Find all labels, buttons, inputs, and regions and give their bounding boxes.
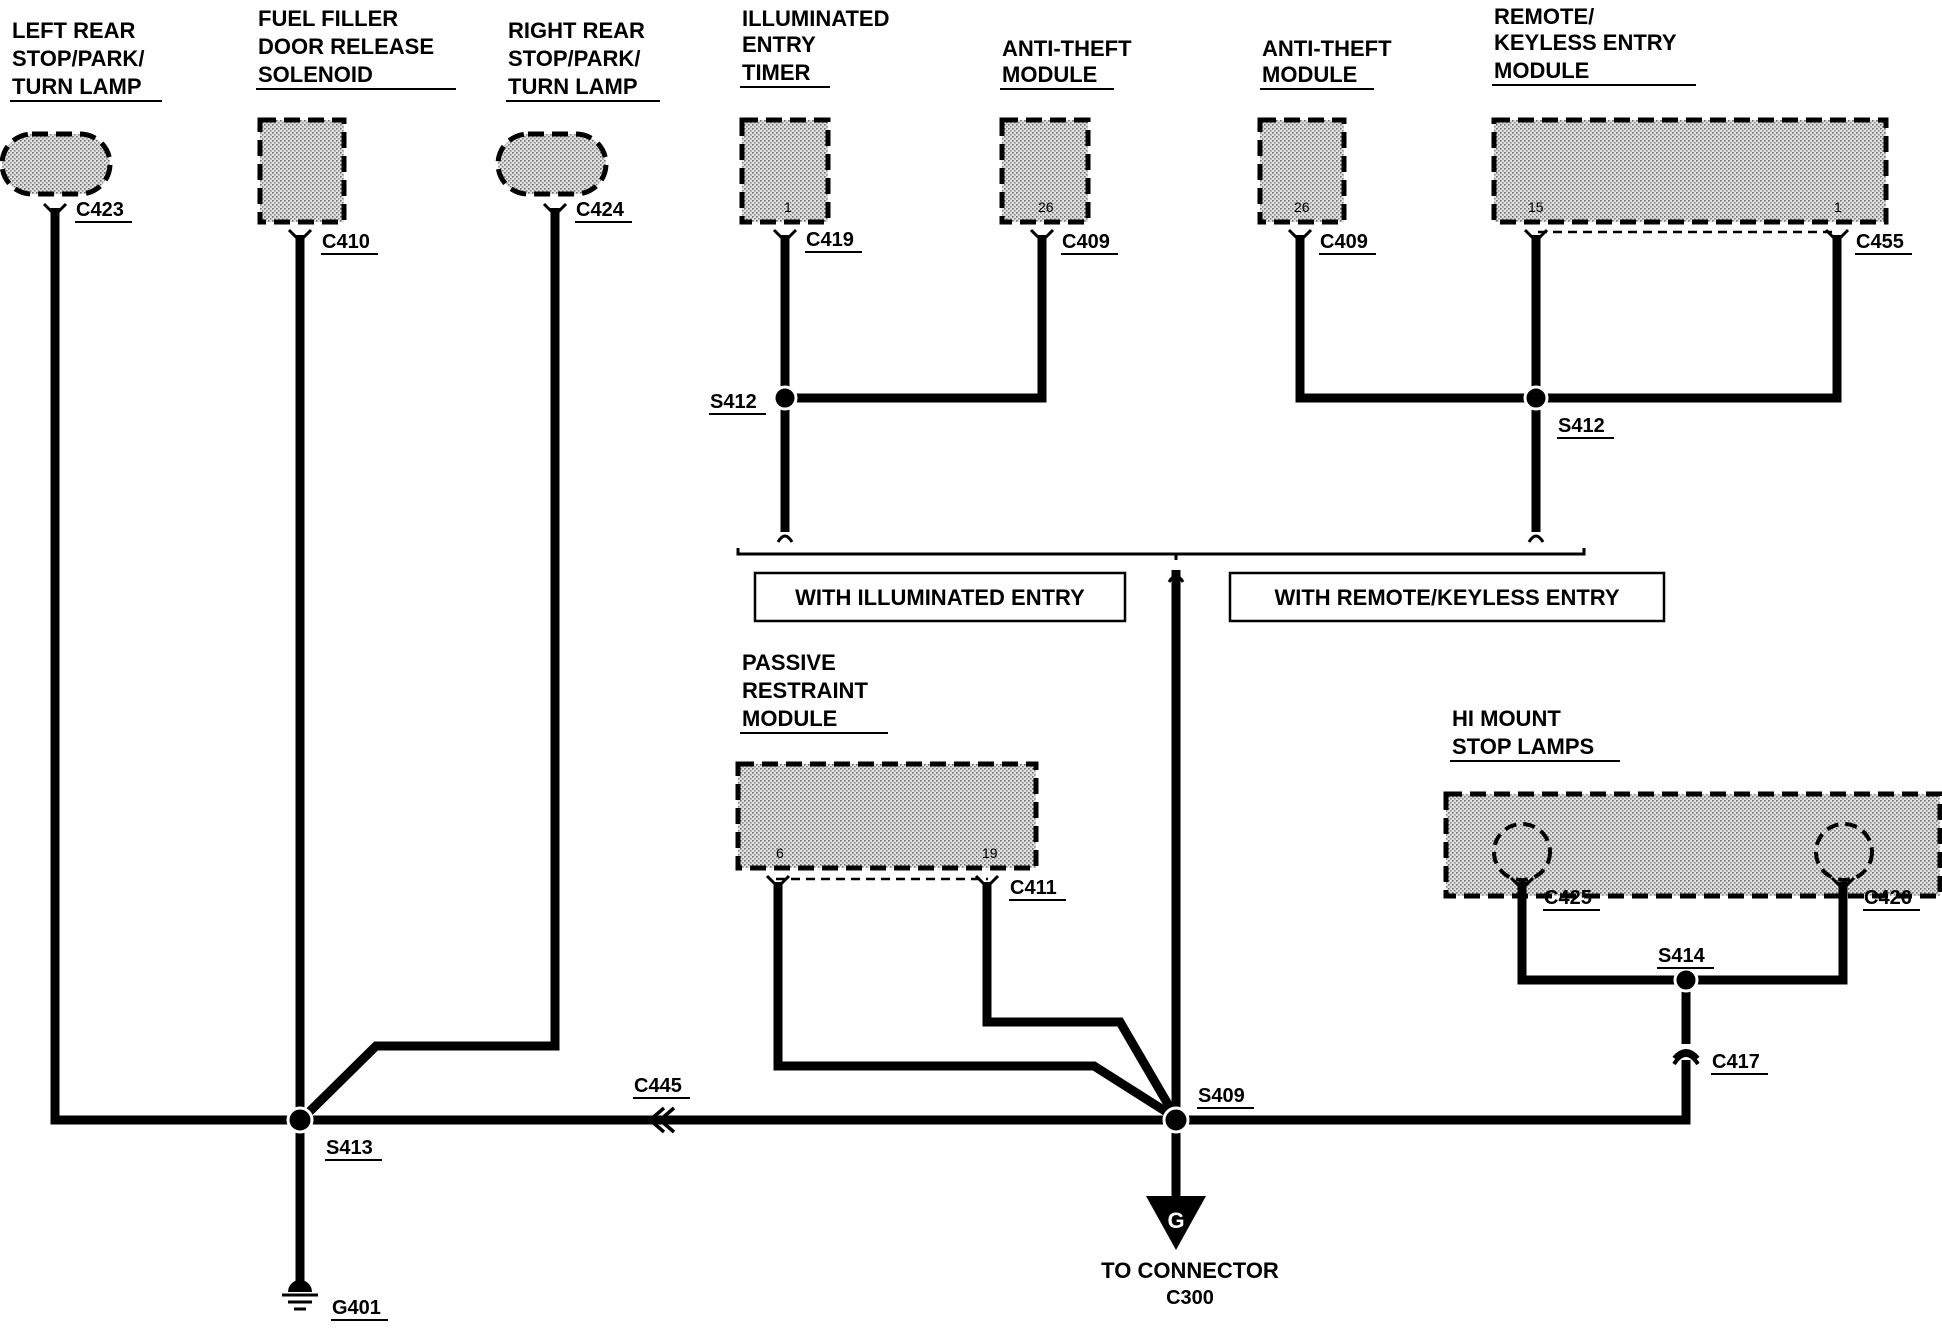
hi-mount-lamp-left <box>1492 822 1552 882</box>
svg-text:LEFT REAR: LEFT REAR <box>12 18 136 43</box>
label-c409-2: C409 <box>1320 231 1368 253</box>
pin-restraint-6: 6 <box>776 845 784 861</box>
svg-text:HI MOUNT: HI MOUNT <box>1452 706 1561 731</box>
option-bracket <box>736 534 1586 583</box>
svg-text:RESTRAINT: RESTRAINT <box>742 678 868 703</box>
svg-text:MODULE: MODULE <box>742 706 837 731</box>
to-connector-id: C300 <box>1166 1287 1214 1309</box>
passive-restraint-module-label: PASSIVE RESTRAINT MODULE <box>740 650 888 734</box>
label-c417: C417 <box>1712 1051 1760 1073</box>
svg-text:STOP/PARK/: STOP/PARK/ <box>12 46 144 71</box>
entry-timer-label: ILLUMINATED ENTRY TIMER <box>740 6 889 88</box>
splice-s409 <box>1162 1106 1190 1134</box>
svg-text:PASSIVE: PASSIVE <box>742 650 836 675</box>
splice-s414 <box>1673 967 1699 993</box>
c417-inline-connector <box>1672 1044 1700 1066</box>
label-c424: C424 <box>576 199 625 221</box>
svg-text:STOP/PARK/: STOP/PARK/ <box>508 46 640 71</box>
label-c425: C425 <box>1544 887 1592 909</box>
pin-anti-theft-1: 26 <box>1038 199 1054 215</box>
label-s409: S409 <box>1198 1085 1245 1107</box>
label-c445: C445 <box>634 1075 682 1097</box>
svg-text:RIGHT REAR: RIGHT REAR <box>508 18 645 43</box>
svg-text:MODULE: MODULE <box>1494 58 1589 83</box>
label-s414: S414 <box>1658 945 1706 967</box>
splice-s412-left <box>772 385 798 411</box>
svg-text:WITH REMOTE/KEYLESS ENTRY: WITH REMOTE/KEYLESS ENTRY <box>1274 585 1619 610</box>
to-connector-text: TO CONNECTOR <box>1101 1258 1279 1283</box>
c445-inline-connector <box>647 1106 676 1134</box>
option-illuminated-entry-box: WITH ILLUMINATED ENTRY <box>753 571 1127 623</box>
svg-text:G: G <box>1167 1208 1184 1233</box>
left-rear-lamp-label: LEFT REAR STOP/PARK/ TURN LAMP <box>10 18 162 102</box>
svg-text:ENTRY: ENTRY <box>742 32 816 57</box>
svg-text:STOP LAMPS: STOP LAMPS <box>1452 734 1594 759</box>
fuel-filler-shape <box>257 117 347 225</box>
to-connector-triangle-icon: G <box>1146 1196 1206 1250</box>
pin-entry-timer: 1 <box>784 199 792 215</box>
anti-theft-module-2-shape <box>1257 117 1347 225</box>
label-c455: C455 <box>1856 231 1904 253</box>
svg-text:ILLUMINATED: ILLUMINATED <box>742 6 889 31</box>
splice-s413 <box>286 1106 314 1134</box>
svg-text:MODULE: MODULE <box>1262 62 1357 87</box>
ground-symbol-icon <box>282 1280 318 1311</box>
svg-text:DOOR RELEASE: DOOR RELEASE <box>258 34 434 59</box>
hi-mount-stop-lamps-label: HI MOUNT STOP LAMPS <box>1450 706 1620 762</box>
connector-labels: C423 C410 C424 C419 C409 C409 C455 C411 … <box>75 199 1920 1321</box>
entry-timer-shape <box>739 117 831 225</box>
svg-text:ANTI-THEFT: ANTI-THEFT <box>1262 36 1392 61</box>
left-rear-lamp-shape <box>0 131 113 197</box>
pin-keyless-15: 15 <box>1528 199 1544 215</box>
label-s412-right: S412 <box>1558 415 1605 437</box>
pin-restraint-19: 19 <box>982 845 998 861</box>
right-rear-lamp-shape <box>495 131 609 197</box>
svg-text:WITH ILLUMINATED ENTRY: WITH ILLUMINATED ENTRY <box>795 585 1085 610</box>
svg-text:FUEL FILLER: FUEL FILLER <box>258 6 398 31</box>
label-c419: C419 <box>806 229 854 251</box>
svg-text:TURN LAMP: TURN LAMP <box>508 74 638 99</box>
label-c426: C426 <box>1864 887 1912 909</box>
label-c410: C410 <box>322 231 370 253</box>
passive-restraint-module-shape <box>735 761 1039 871</box>
label-g401: G401 <box>332 1297 381 1319</box>
label-s412-left: S412 <box>710 391 757 413</box>
keyless-entry-module-label: REMOTE/ KEYLESS ENTRY MODULE <box>1492 4 1696 86</box>
svg-text:ANTI-THEFT: ANTI-THEFT <box>1002 36 1132 61</box>
hi-mount-stop-lamps-shape <box>1443 791 1942 899</box>
label-c411: C411 <box>1010 877 1057 899</box>
label-c409-1: C409 <box>1062 231 1110 253</box>
svg-text:MODULE: MODULE <box>1002 62 1097 87</box>
right-rear-lamp-label: RIGHT REAR STOP/PARK/ TURN LAMP <box>506 18 660 102</box>
splice-s412-right <box>1523 385 1549 411</box>
option-keyless-entry-box: WITH REMOTE/KEYLESS ENTRY <box>1228 571 1666 623</box>
keyless-entry-module-shape <box>1491 117 1889 225</box>
anti-theft-module-1-label: ANTI-THEFT MODULE <box>1000 36 1132 90</box>
label-s413: S413 <box>326 1137 373 1159</box>
pin-keyless-1: 1 <box>1834 199 1842 215</box>
connector-caps <box>42 202 1856 892</box>
pin-anti-theft-2: 26 <box>1294 199 1310 215</box>
hi-mount-lamp-right <box>1814 822 1874 882</box>
anti-theft-module-1-shape <box>999 117 1091 225</box>
label-c423: C423 <box>76 199 124 221</box>
svg-text:REMOTE/: REMOTE/ <box>1494 4 1594 29</box>
anti-theft-module-2-label: ANTI-THEFT MODULE <box>1260 36 1392 90</box>
svg-text:TIMER: TIMER <box>742 60 811 85</box>
svg-text:TURN LAMP: TURN LAMP <box>12 74 142 99</box>
fuel-filler-label: FUEL FILLER DOOR RELEASE SOLENOID <box>256 6 456 90</box>
svg-text:SOLENOID: SOLENOID <box>258 62 373 87</box>
svg-text:KEYLESS ENTRY: KEYLESS ENTRY <box>1494 30 1677 55</box>
